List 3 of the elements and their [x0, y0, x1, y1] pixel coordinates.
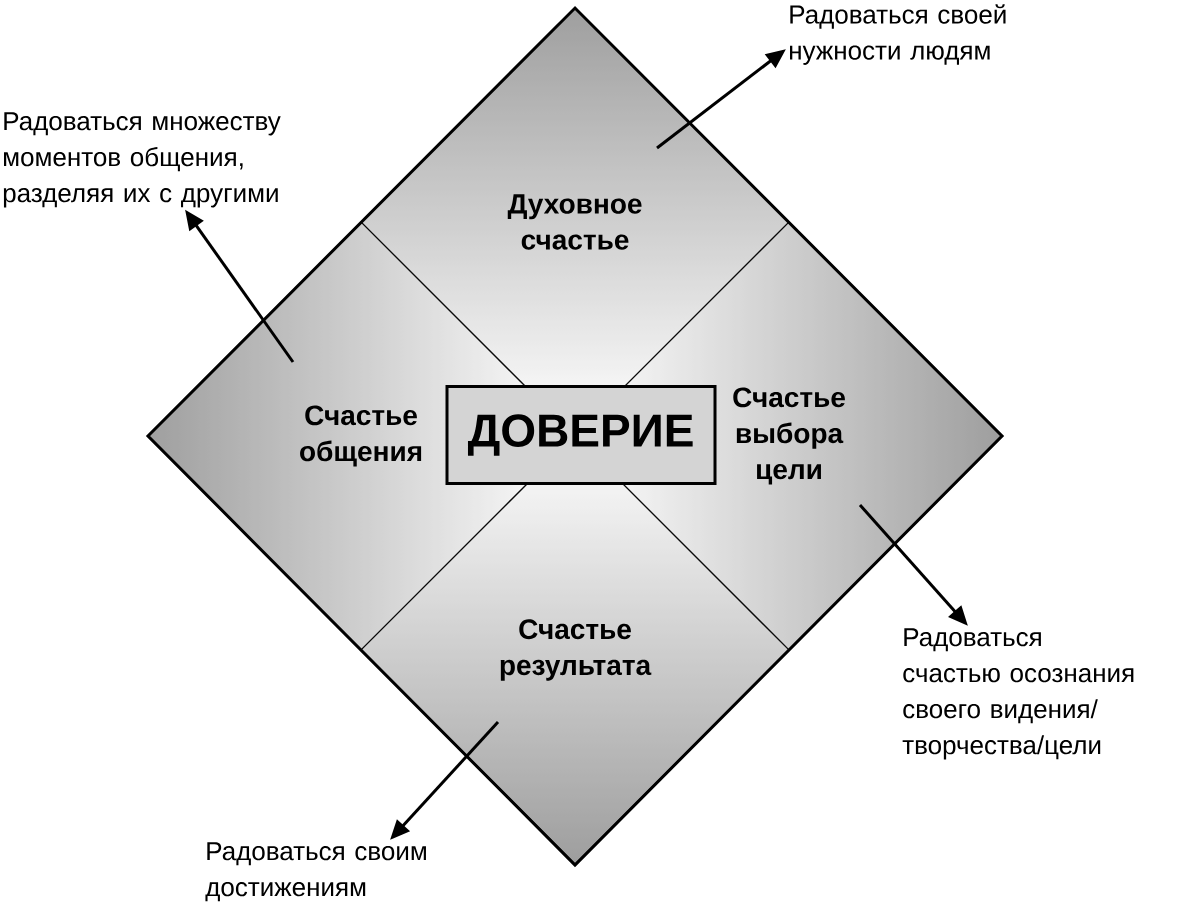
annotation-text: Радоваться множеству моментов общения, разделяя их с другими [3, 112, 281, 208]
annotation-text: Радоваться своей нужности людям [790, 4, 1006, 65]
center-box: ДОВЕРИЕ [445, 385, 717, 485]
